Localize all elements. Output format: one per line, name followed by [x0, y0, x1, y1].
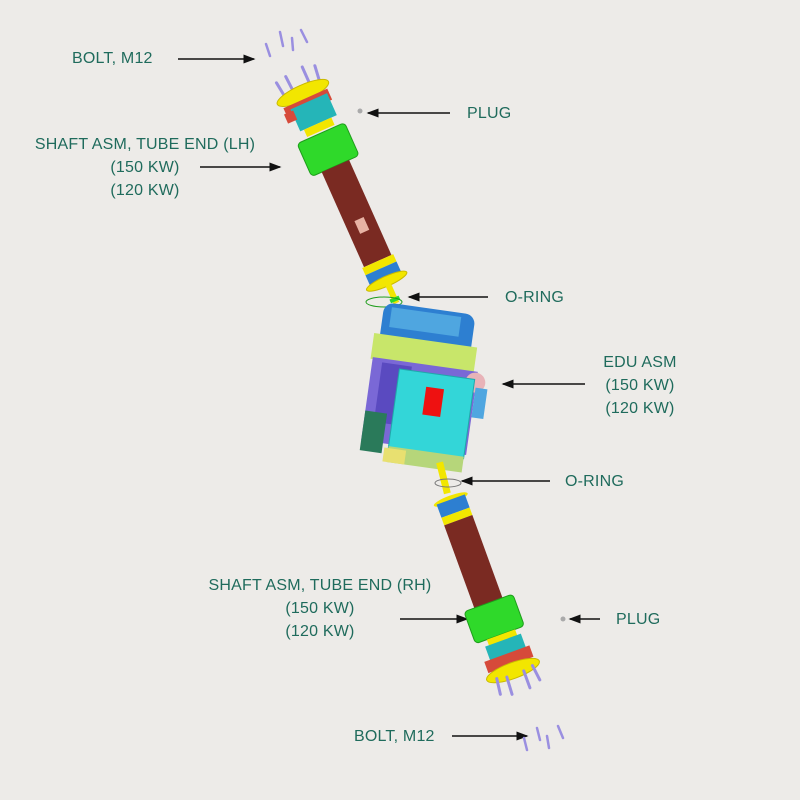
label-bolt-bottom: BOLT, M12	[354, 728, 435, 745]
label-shaft-lh-120kw: (120 KW)	[110, 182, 180, 199]
label-shaft-lh-title: SHAFT ASM, TUBE END (LH)	[34, 136, 256, 153]
label-plug-bottom: PLUG	[616, 611, 661, 628]
label-shaft-rh-title: SHAFT ASM, TUBE END (RH)	[208, 577, 432, 594]
label-plug-top: PLUG	[467, 105, 512, 122]
label-edu-150kw: (150 KW)	[605, 377, 675, 394]
leader-arrows	[178, 54, 600, 741]
shaft-lh	[274, 64, 408, 305]
label-shaft-rh: SHAFT ASM, TUBE END (RH) (150 KW) (120 K…	[195, 574, 445, 643]
edu-output-shaft	[436, 461, 451, 495]
label-shaft-lh: SHAFT ASM, TUBE END (LH) (150 KW) (120 K…	[20, 133, 270, 202]
label-edu-120kw: (120 KW)	[605, 400, 675, 417]
bolts-bottom	[522, 724, 565, 752]
label-shaft-rh-120kw: (120 KW)	[285, 623, 355, 640]
label-edu-title: EDU ASM	[603, 354, 677, 371]
shaft-rh	[433, 492, 542, 696]
edu-assembly	[359, 303, 488, 473]
label-shaft-rh-150kw: (150 KW)	[285, 600, 355, 617]
o-ring-top	[365, 296, 403, 308]
label-bolt-top: BOLT, M12	[72, 50, 153, 67]
o-ring-bottom	[434, 478, 462, 488]
label-oring-top: O-RING	[505, 289, 564, 306]
label-shaft-lh-150kw: (150 KW)	[110, 159, 180, 176]
label-edu: EDU ASM (150 KW) (120 KW)	[590, 351, 690, 420]
plug-top	[357, 108, 363, 114]
bolts-top	[264, 28, 309, 58]
plug-bottom	[560, 616, 566, 622]
label-oring-bottom: O-RING	[565, 473, 624, 490]
